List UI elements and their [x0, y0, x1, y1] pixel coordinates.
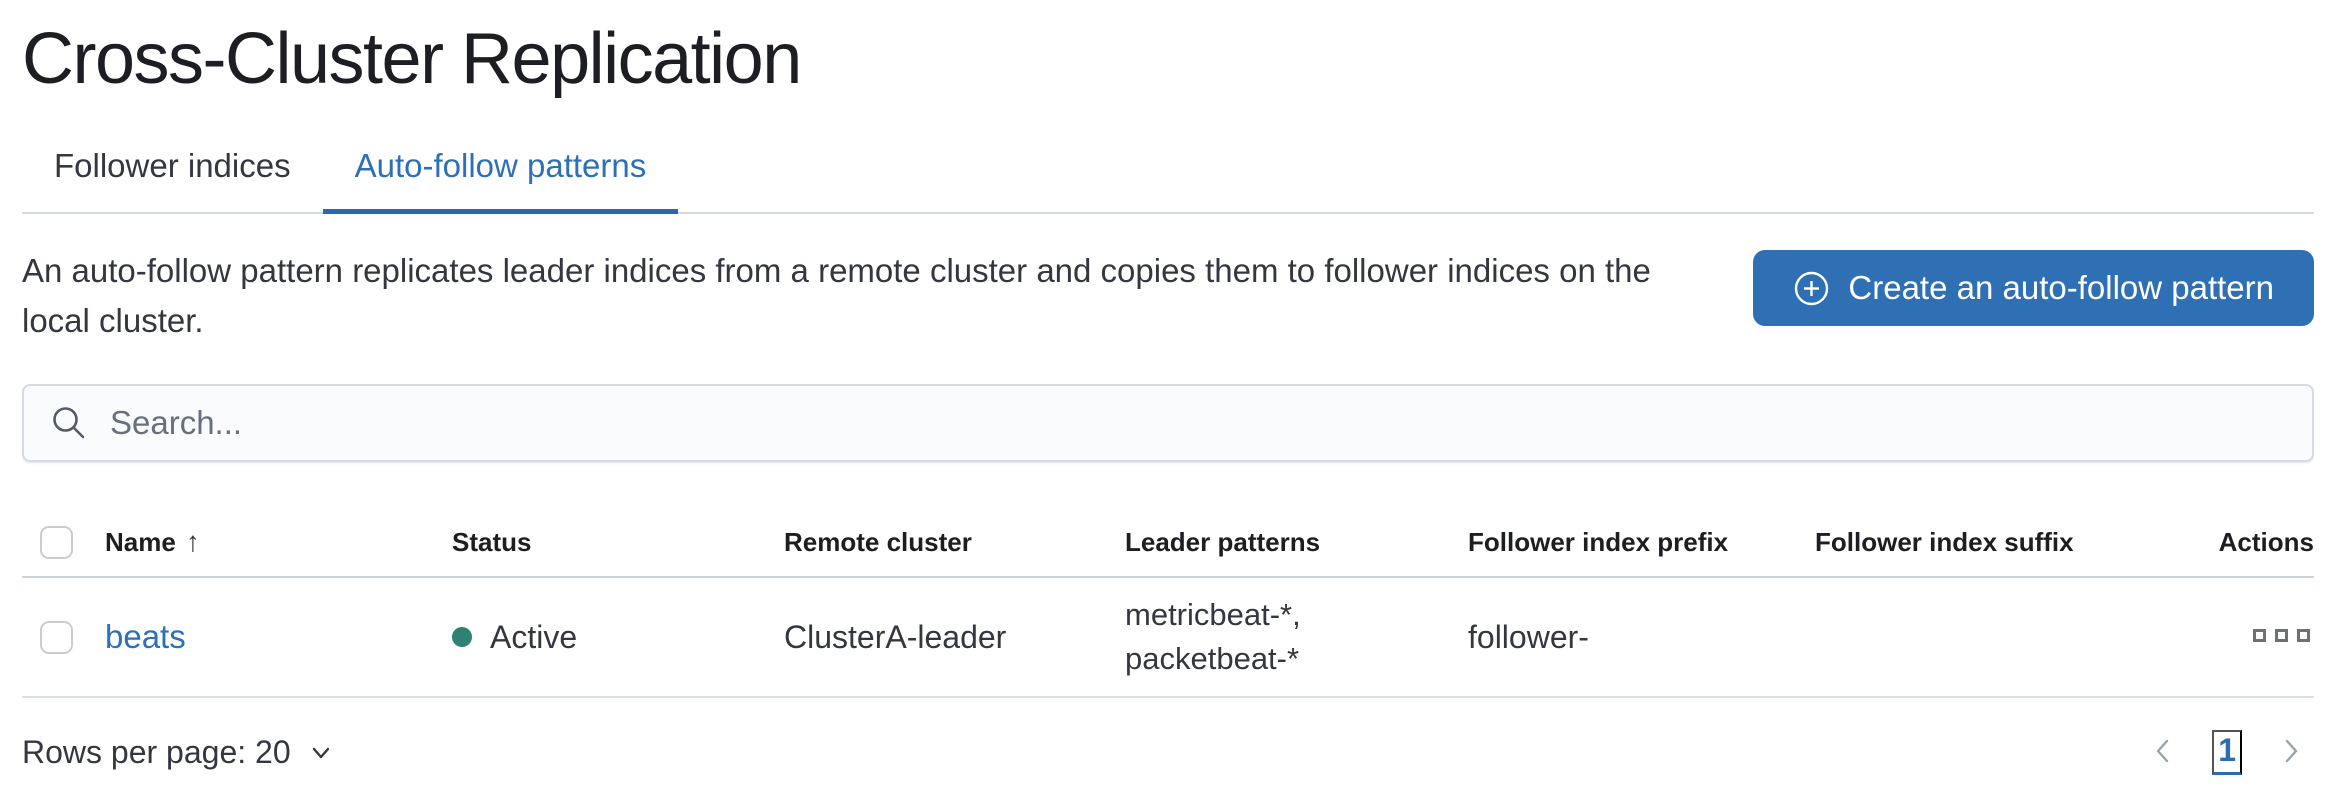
pagination-bar: Rows per page: 20 1	[22, 720, 2314, 784]
chevron-right-icon	[2274, 734, 2308, 771]
description-row: An auto-follow pattern replicates leader…	[22, 246, 2314, 346]
boxes-horizontal-icon	[2253, 629, 2310, 645]
sort-ascending-icon: ↑	[185, 526, 200, 557]
rows-per-page-button[interactable]: Rows per page: 20	[22, 734, 335, 771]
search-icon	[50, 404, 88, 442]
row-actions-button[interactable]	[2249, 621, 2314, 653]
page-number-button[interactable]: 1	[2212, 729, 2242, 775]
column-header-remote-cluster: Remote cluster	[784, 526, 972, 557]
status-active-dot-icon	[452, 627, 472, 648]
column-header-actions: Actions	[2218, 526, 2314, 557]
actions-cell	[2160, 621, 2314, 653]
leader-pattern-line: packetbeat-*	[1125, 641, 1300, 676]
tab-follower-indices[interactable]: Follower indices	[22, 146, 323, 212]
pattern-name-cell: beats	[105, 618, 440, 656]
row-checkbox-cell	[22, 620, 105, 654]
status-label: Active	[490, 618, 578, 655]
header-checkbox-cell	[22, 525, 105, 559]
next-page-button[interactable]	[2268, 728, 2314, 777]
column-header-follower-index-suffix: Follower index suffix	[1815, 526, 2074, 557]
remote-cluster-cell: ClusterA-leader	[784, 618, 1007, 655]
pattern-name-link[interactable]: beats	[105, 618, 186, 655]
chevron-down-icon	[307, 738, 335, 766]
tab-bar: Follower indices Auto-follow patterns	[22, 146, 2314, 214]
tab-auto-follow-patterns[interactable]: Auto-follow patterns	[322, 146, 679, 214]
search-bar	[22, 384, 2314, 462]
column-header-status: Status	[452, 526, 532, 557]
follower-index-prefix-cell: follower-	[1468, 618, 1589, 655]
leader-patterns-cell: metricbeat-*, packetbeat-*	[1125, 593, 1465, 681]
search-input[interactable]	[110, 386, 2312, 460]
row-checkbox[interactable]	[40, 620, 73, 654]
select-all-checkbox[interactable]	[40, 525, 73, 559]
auto-follow-patterns-table: Name↑ Status Remote cluster Leader patte…	[22, 508, 2314, 698]
table-header-row: Name↑ Status Remote cluster Leader patte…	[22, 508, 2314, 578]
create-button-label: Create an auto-follow pattern	[1848, 269, 2274, 306]
status-cell: Active	[440, 618, 780, 656]
column-header-leader-patterns: Leader patterns	[1125, 526, 1321, 557]
pager: 1	[2140, 728, 2314, 777]
table-row: beats Active ClusterA-leader metricbeat-…	[22, 578, 2314, 698]
previous-page-button[interactable]	[2140, 728, 2186, 777]
leader-pattern-line: metricbeat-*,	[1125, 597, 1301, 632]
column-header-name[interactable]: Name↑	[105, 526, 200, 557]
column-header-follower-index-prefix: Follower index prefix	[1468, 526, 1729, 557]
page-title: Cross-Cluster Replication	[22, 19, 802, 99]
rows-per-page-label: Rows per page: 20	[22, 733, 291, 770]
page-description: An auto-follow pattern replicates leader…	[22, 252, 1651, 339]
plus-in-circle-icon	[1793, 270, 1830, 307]
create-auto-follow-pattern-button[interactable]: Create an auto-follow pattern	[1753, 250, 2314, 326]
chevron-left-icon	[2146, 734, 2180, 771]
